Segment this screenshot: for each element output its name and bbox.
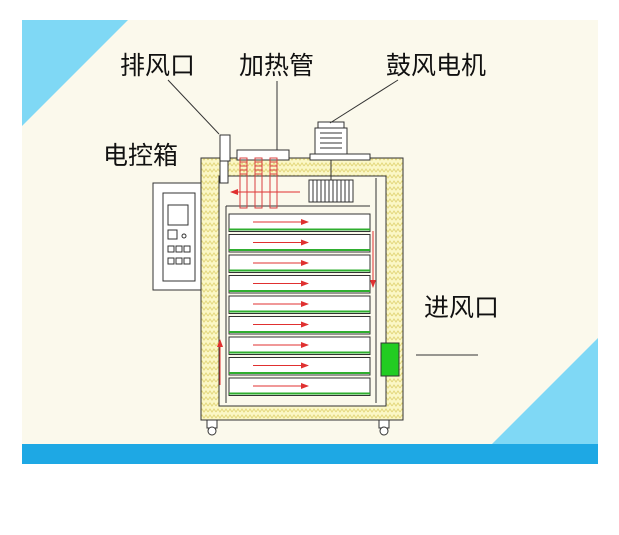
label-air-inlet: 进风口 xyxy=(424,293,499,322)
exhaust-port xyxy=(219,134,231,184)
tray xyxy=(228,357,371,376)
tray xyxy=(228,234,371,253)
air-inlet xyxy=(380,342,478,377)
side-airflow-arrows xyxy=(217,189,376,385)
label-blower-motor: 鼓风电机 xyxy=(386,51,486,80)
corner-accent-bottom-right xyxy=(492,338,598,444)
tray xyxy=(228,377,371,396)
tray xyxy=(228,254,371,273)
tray xyxy=(228,336,371,355)
label-heating-tube: 加热管 xyxy=(239,51,314,80)
leader-lines xyxy=(167,79,399,150)
heating-tubes xyxy=(236,149,290,209)
tray xyxy=(228,275,371,294)
tray xyxy=(228,295,371,314)
oven-feet xyxy=(206,419,390,436)
label-exhaust-port: 排风口 xyxy=(120,51,195,80)
blower-motor xyxy=(308,121,371,203)
label-control-box: 电控箱 xyxy=(103,141,178,170)
control-box xyxy=(152,182,202,291)
tray-stack xyxy=(228,213,371,396)
corner-accent-top-left xyxy=(22,20,128,126)
tray xyxy=(228,316,371,335)
bottom-bar xyxy=(22,444,598,464)
tray xyxy=(228,213,371,232)
